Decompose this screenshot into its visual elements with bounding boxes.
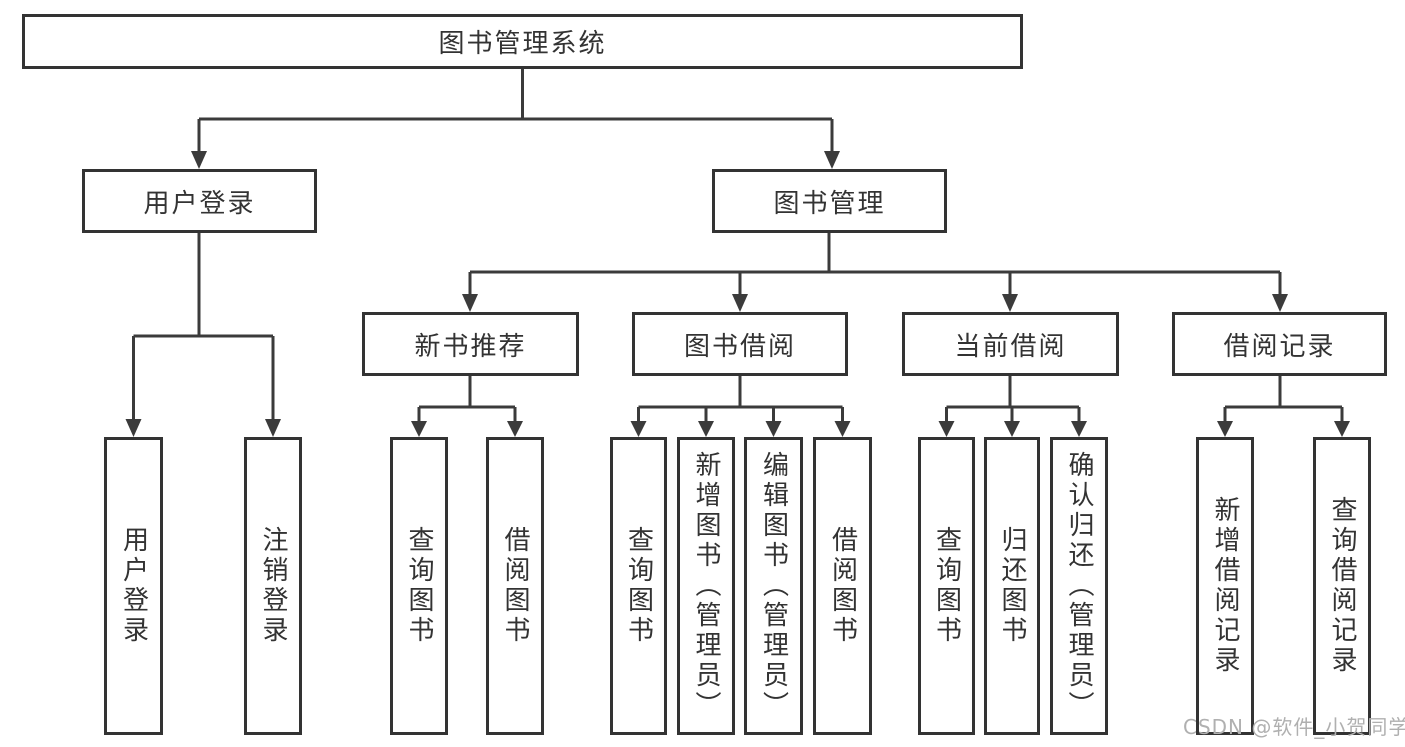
leaf-edit-book-admin-label: 编辑图书（管理员）: [758, 451, 789, 721]
leaf-query-borrow-record: 查询借阅记录: [1313, 437, 1371, 735]
leaf-add-borrow-record-label: 新增借阅记录: [1210, 496, 1240, 676]
leaf-borrow-books-recommend-label: 借阅图书: [500, 526, 530, 646]
leaf-query-books-borrowing-label: 查询图书: [623, 526, 654, 646]
node-user-login-label: 用户登录: [143, 188, 256, 219]
leaf-query-books-recommend-label: 查询图书: [404, 526, 434, 646]
leaf-query-books-borrowing: 查询图书: [610, 437, 667, 735]
csdn-watermark: CSDN @软件_小贺同学: [1183, 715, 1405, 739]
leaf-add-book-admin: 新增图书（管理员）: [677, 437, 735, 735]
leaf-add-book-admin-label: 新增图书（管理员）: [691, 451, 721, 721]
node-library-system: 图书管理系统: [22, 14, 1023, 69]
node-current-borrowing: 当前借阅: [902, 312, 1119, 376]
leaf-confirm-return-admin: 确认归还（管理员）: [1050, 437, 1108, 735]
leaf-borrow-books-label: 借阅图书: [827, 526, 858, 646]
leaf-user-login-label: 用户登录: [118, 526, 149, 646]
leaf-add-borrow-record: 新增借阅记录: [1196, 437, 1254, 735]
leaf-borrow-books: 借阅图书: [813, 437, 872, 735]
node-library-system-label: 图书管理系统: [438, 29, 607, 59]
leaf-user-login: 用户登录: [104, 437, 163, 735]
leaf-query-books-current-label: 查询图书: [931, 526, 962, 646]
leaf-return-book-label: 归还图书: [997, 526, 1027, 646]
leaf-return-book: 归还图书: [984, 437, 1040, 735]
leaf-query-books-recommend: 查询图书: [390, 437, 448, 735]
node-user-login: 用户登录: [82, 169, 317, 233]
node-new-book-recommend: 新书推荐: [362, 312, 579, 376]
node-current-borrowing-label: 当前借阅: [954, 331, 1067, 362]
node-book-borrowing: 图书借阅: [632, 312, 848, 376]
leaf-query-books-current: 查询图书: [918, 437, 975, 735]
leaf-edit-book-admin: 编辑图书（管理员）: [744, 437, 803, 735]
node-new-book-recommend-label: 新书推荐: [414, 331, 527, 362]
node-borrowing-records: 借阅记录: [1172, 312, 1387, 376]
leaf-logout: 注销登录: [244, 437, 302, 735]
node-borrowing-records-label: 借阅记录: [1223, 331, 1336, 362]
leaf-query-borrow-record-label: 查询借阅记录: [1327, 496, 1357, 676]
leaf-logout-label: 注销登录: [258, 526, 288, 646]
leaf-confirm-return-admin-label: 确认归还（管理员）: [1064, 451, 1094, 721]
node-book-borrowing-label: 图书借阅: [683, 331, 796, 362]
node-book-management-label: 图书管理: [773, 188, 886, 219]
leaf-borrow-books-recommend: 借阅图书: [486, 437, 544, 735]
node-book-management: 图书管理: [712, 169, 947, 233]
